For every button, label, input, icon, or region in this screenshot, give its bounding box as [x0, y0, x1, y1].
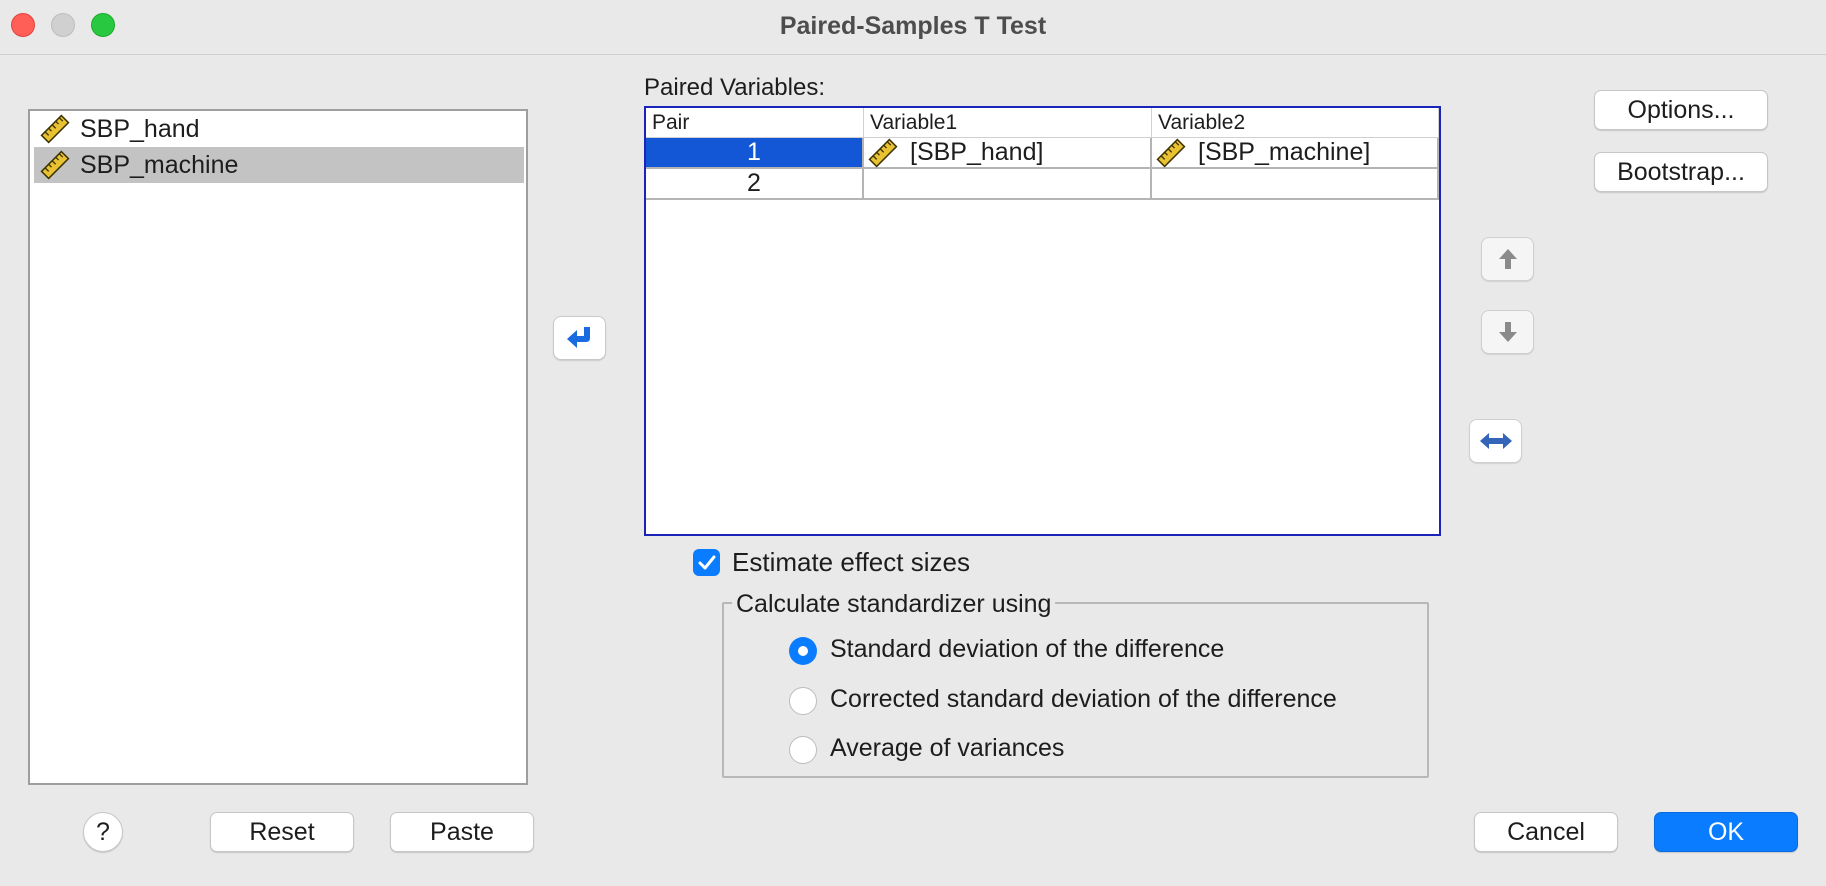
help-button[interactable]: ?: [83, 812, 123, 852]
swap-horizontal-icon: [1479, 433, 1512, 449]
cancel-button[interactable]: Cancel: [1474, 812, 1618, 852]
variable1-cell[interactable]: [SBP_hand]: [864, 138, 1152, 169]
ruler-icon: [1156, 138, 1186, 167]
paired-variables-table[interactable]: Pair Variable1 Variable2 1 [SBP_hand]: [644, 106, 1441, 536]
radio-average-of-variances[interactable]: [789, 736, 817, 764]
estimate-effect-sizes-label: Estimate effect sizes: [732, 547, 970, 577]
radio-sd-difference[interactable]: [789, 637, 817, 665]
radio-average-of-variances-label: Average of variances: [830, 734, 1065, 762]
radio-sd-difference-label: Standard deviation of the difference: [830, 635, 1225, 663]
radio-corrected-sd-difference[interactable]: [789, 687, 817, 715]
standardizer-group: [722, 602, 1429, 778]
list-item-sbp-hand[interactable]: SBP_hand: [34, 111, 524, 147]
title-bar: Paired-Samples T Test: [0, 0, 1826, 55]
variable1-value: [SBP_hand]: [910, 138, 1044, 166]
standardizer-group-title: Calculate standardizer using: [732, 590, 1056, 619]
bootstrap-button[interactable]: Bootstrap...: [1594, 152, 1768, 192]
window-title: Paired-Samples T Test: [779, 12, 1047, 40]
ok-button[interactable]: OK: [1654, 812, 1798, 852]
variable2-cell[interactable]: [SBP_machine]: [1152, 138, 1439, 169]
swap-variables-button[interactable]: [1469, 419, 1522, 463]
ruler-icon: [40, 150, 70, 180]
move-up-button[interactable]: [1481, 237, 1534, 281]
minimize-window-button[interactable]: [51, 13, 75, 37]
column-header-variable1: Variable1: [864, 108, 1152, 138]
source-variable-list[interactable]: SBP_hand SBP_machine: [28, 109, 528, 785]
arrow-up-icon: [1498, 249, 1517, 269]
column-header-variable2: Variable2: [1152, 108, 1439, 138]
radio-corrected-sd-difference-label: Corrected standard deviation of the diff…: [830, 685, 1337, 713]
arrow-down-icon: [1498, 322, 1517, 342]
column-header-pair: Pair: [646, 108, 864, 138]
zoom-window-button[interactable]: [91, 13, 115, 37]
ruler-icon: [868, 138, 898, 167]
checkmark-icon: [698, 555, 715, 569]
pair-number-cell[interactable]: 1: [646, 138, 864, 169]
list-item-label: SBP_hand: [80, 115, 200, 143]
close-window-button[interactable]: [11, 13, 35, 37]
variable2-cell[interactable]: [1152, 169, 1439, 200]
options-button[interactable]: Options...: [1594, 90, 1768, 130]
move-left-arrow-icon: [566, 327, 590, 348]
pair-number-cell[interactable]: 2: [646, 169, 864, 200]
move-variable-button[interactable]: [553, 316, 606, 360]
estimate-effect-sizes-checkbox[interactable]: [693, 549, 720, 576]
variable2-value: [SBP_machine]: [1198, 138, 1371, 166]
list-item-label: SBP_machine: [80, 151, 239, 179]
paste-button[interactable]: Paste: [390, 812, 534, 852]
list-item-sbp-machine[interactable]: SBP_machine: [34, 147, 524, 183]
ruler-icon: [40, 114, 70, 144]
paired-variables-label: Paired Variables:: [644, 74, 825, 101]
reset-button[interactable]: Reset: [210, 812, 354, 852]
variable1-cell[interactable]: [864, 169, 1152, 200]
move-down-button[interactable]: [1481, 310, 1534, 354]
